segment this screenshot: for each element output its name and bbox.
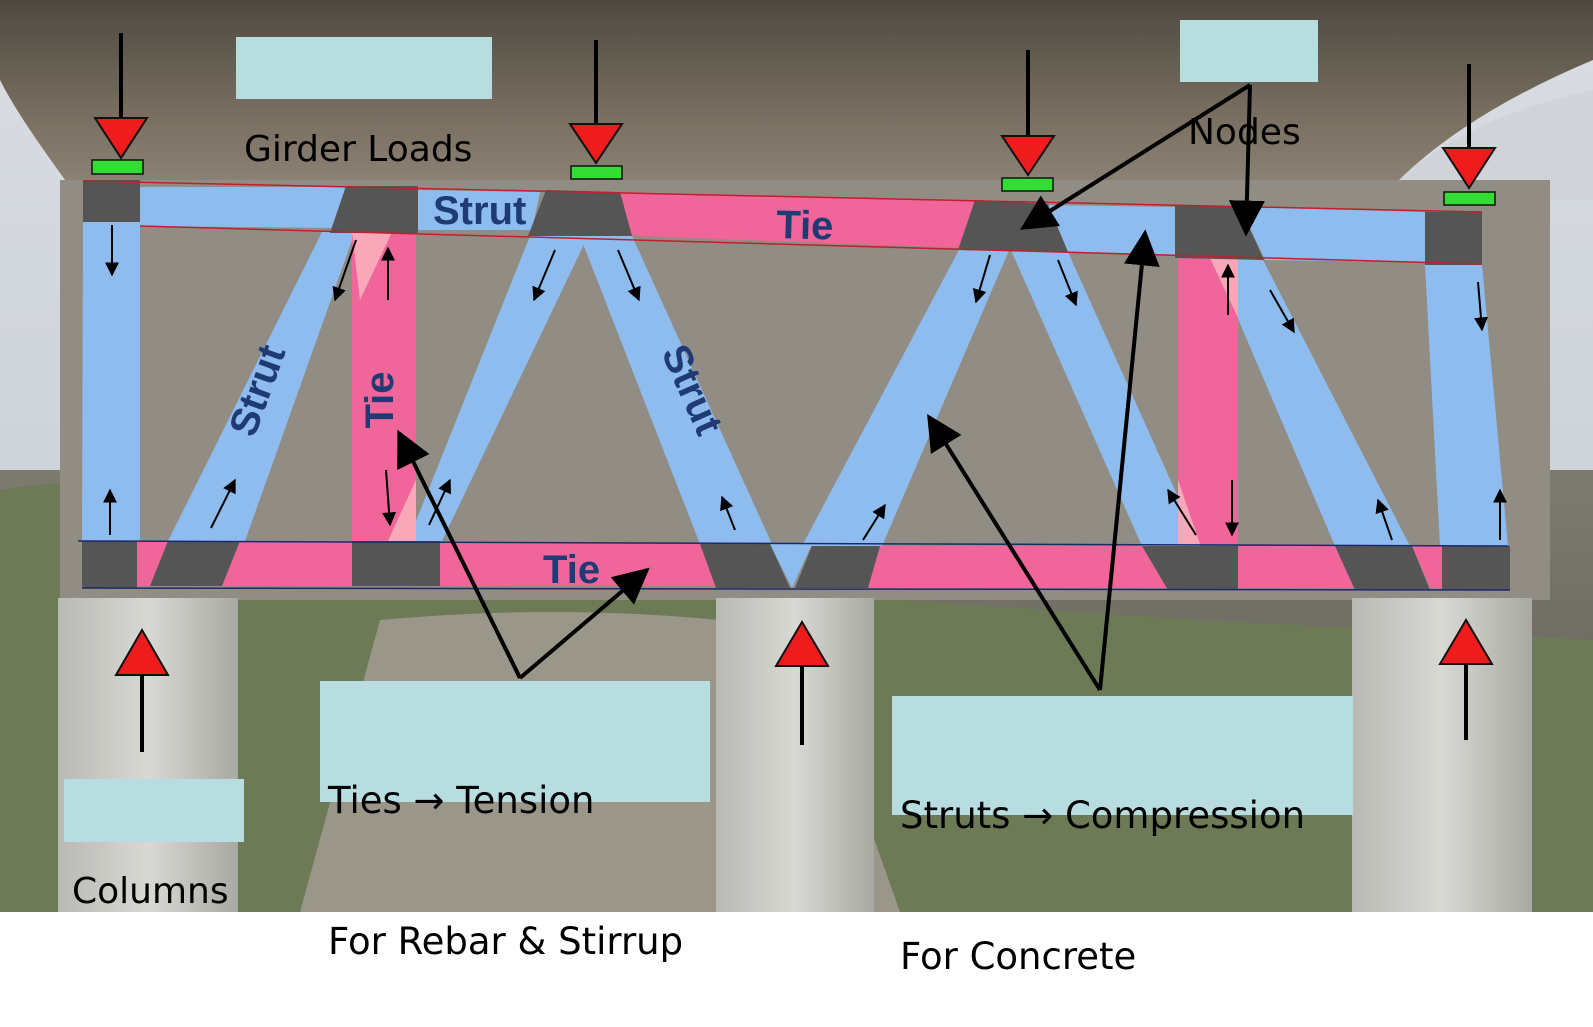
struts-line-2: For Concrete	[900, 935, 1137, 978]
columns-label: Columns	[72, 871, 229, 912]
reaction-arrow-1	[114, 628, 170, 752]
strut-diagonal-6	[1212, 258, 1410, 546]
ties-line-2: For Rebar & Stirrup	[328, 920, 684, 963]
node-bottom-7	[1335, 546, 1430, 590]
node-top-2	[330, 186, 418, 233]
callout-struts: Struts → Compression For Concrete	[892, 696, 1353, 978]
node-bottom-2	[150, 541, 240, 586]
label-tie-vertical: Tie	[358, 371, 402, 428]
strut-vertical-left	[82, 222, 140, 541]
leader-arrows	[397, 83, 1265, 692]
diagram-canvas: Strut Tie Strut Tie Strut Tie	[0, 0, 1593, 912]
reaction-arrow-3	[1438, 618, 1494, 740]
reaction-arrow-2	[774, 620, 830, 745]
strut-diagonal-1	[168, 232, 355, 541]
strut-diagonal-2	[408, 236, 588, 541]
tie-bottom-chord-4	[868, 546, 1168, 588]
node-bottom-3	[352, 541, 440, 586]
struts-line-1: Struts → Compression	[900, 794, 1306, 837]
girder-loads-label: Girder Loads	[244, 129, 473, 170]
strut-diagonal-4	[802, 248, 1010, 546]
callout-girder-loads: Girder Loads	[236, 37, 492, 170]
tie-vertical-right	[1178, 258, 1238, 544]
label-strut-top: Strut	[433, 189, 526, 233]
column-right	[1352, 598, 1532, 912]
load-arrow-2	[568, 40, 624, 180]
strut-diagonal-5	[1010, 248, 1200, 546]
strut-top-chord-mid	[418, 190, 540, 230]
truss-outline-bottom	[77, 540, 1511, 591]
nodes-label: Nodes	[1188, 112, 1301, 153]
node-bottom-4	[700, 544, 790, 588]
load-arrow-1	[91, 33, 149, 175]
strut-bottom-gap	[770, 544, 812, 588]
column-reactions	[114, 618, 1494, 752]
node-bottom-6	[1142, 546, 1238, 590]
strut-diagonal-3	[580, 236, 772, 544]
node-top-1	[83, 180, 140, 222]
node-bottom-8	[1442, 546, 1510, 590]
callout-ties: Ties → Tension For Rebar & Stirrup	[320, 681, 710, 963]
label-tie-top: Tie	[776, 203, 834, 248]
tie-bottom-chord-5	[1238, 546, 1355, 588]
strut-and-tie-diagram: Strut Tie Strut Tie Strut Tie	[0, 0, 1593, 912]
strut-top-chord-far-right	[1240, 207, 1425, 262]
nodes	[82, 180, 1510, 590]
node-top-3	[528, 190, 632, 236]
load-arrow-3	[1000, 50, 1056, 192]
strut-top-chord-right	[1048, 205, 1175, 255]
tie-bottom-chord-6	[1412, 546, 1446, 588]
tie-bottom-chord-1	[137, 541, 168, 586]
ties-line-1: Ties → Tension	[328, 779, 595, 822]
force-arrows	[103, 225, 1507, 541]
node-bottom-5	[795, 546, 880, 588]
node-top-6	[1425, 212, 1482, 265]
strut-vertical-right	[1425, 265, 1508, 546]
strut-top-chord-left	[140, 187, 345, 228]
background-photo	[0, 0, 1593, 912]
tie-light-4	[1178, 480, 1200, 544]
load-arrow-4	[1441, 64, 1497, 206]
callout-columns: Columns	[64, 779, 244, 912]
node-bottom-1	[82, 541, 137, 588]
callout-nodes: Nodes	[1180, 20, 1318, 153]
girder-loads	[91, 33, 1497, 206]
tie-bottom-chord-2	[222, 541, 352, 586]
label-tie-bottom: Tie	[543, 548, 600, 592]
tie-top-chord	[620, 192, 975, 248]
struts	[82, 187, 1508, 588]
